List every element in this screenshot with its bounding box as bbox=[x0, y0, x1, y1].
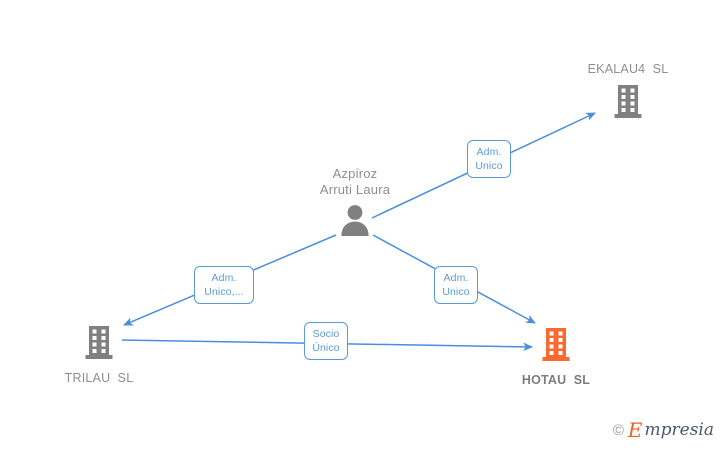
node-label-hotau: HOTAU SL bbox=[521, 373, 591, 387]
edge-label-person-to-ekalau4[interactable]: Adm. Unico bbox=[467, 140, 511, 178]
copyright-icon: © bbox=[612, 421, 624, 439]
node-person-azpiroz-arruti-laura[interactable]: Azpiroz Arruti Laura bbox=[295, 166, 415, 241]
building-icon bbox=[612, 84, 644, 123]
person-icon bbox=[338, 202, 372, 241]
building-icon bbox=[540, 327, 572, 366]
node-label-ekalau4: EKALAU4 SL bbox=[587, 62, 669, 76]
node-label-person: Azpiroz Arruti Laura bbox=[319, 166, 391, 197]
node-company-hotau[interactable]: HOTAU SL bbox=[496, 327, 616, 388]
edge-label-person-to-trilau[interactable]: Adm. Unico,... bbox=[194, 266, 254, 304]
brand-name: mpresia bbox=[644, 419, 715, 440]
edge-label-person-to-hotau[interactable]: Adm. Unico bbox=[434, 266, 478, 304]
empresia-watermark: © E mpresia bbox=[613, 420, 714, 440]
node-company-trilau[interactable]: TRILAU SL bbox=[39, 325, 159, 386]
building-icon bbox=[83, 325, 115, 364]
node-label-trilau: TRILAU SL bbox=[64, 371, 134, 385]
brand-initial: E bbox=[627, 418, 643, 442]
edge-label-trilau-to-hotau[interactable]: Socio Único bbox=[304, 322, 348, 360]
node-company-ekalau4[interactable]: EKALAU4 SL bbox=[568, 62, 688, 123]
